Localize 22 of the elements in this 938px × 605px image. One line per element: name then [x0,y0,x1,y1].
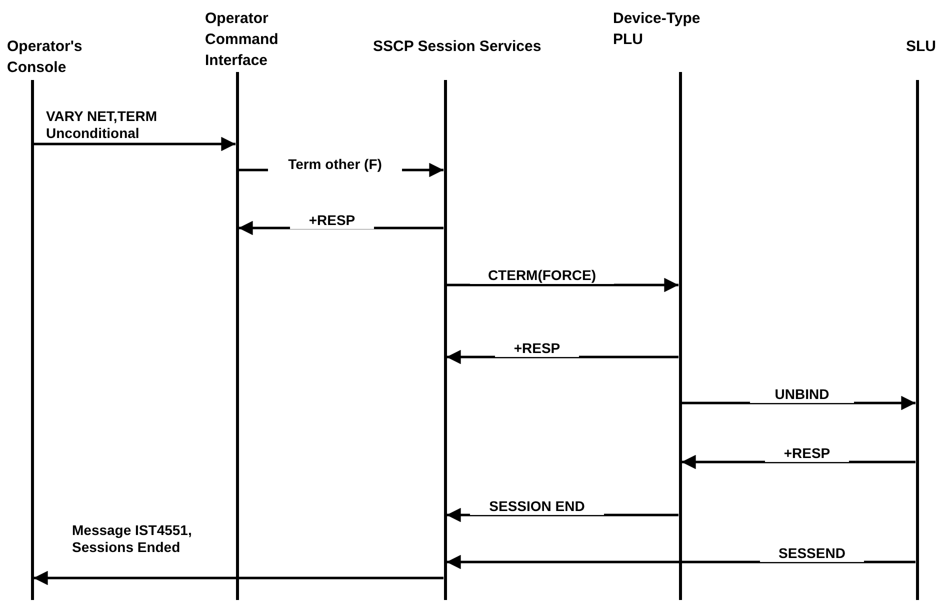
participant-label: Operator's Console [7,37,84,78]
message-arrow [682,454,916,470]
message-arrow [446,508,678,522]
participant-label: Device-Type PLU [613,9,702,50]
edge-label: SESSEND [760,545,864,562]
edge-label: UNBIND [750,386,854,403]
participant-label: SLU [905,37,936,57]
participant-label: Operator Command Interface [205,9,280,71]
message-arrow [446,278,678,292]
message-arrow [238,220,444,236]
message-arrow [446,554,916,570]
participant-label: SSCP Session Services [373,37,542,57]
edge-label: SESSION END [470,498,604,515]
edge-label: +RESP [290,212,374,229]
message-arrow [682,396,916,410]
edge-label: +RESP [765,445,849,462]
edge-label: +RESP [495,340,579,357]
message-arrow [34,136,236,152]
message-arrow [446,350,678,364]
message-arrow [34,570,444,586]
edge-label: Term other (F) [268,156,402,173]
edge-label: CTERM(FORCE) [470,267,614,284]
